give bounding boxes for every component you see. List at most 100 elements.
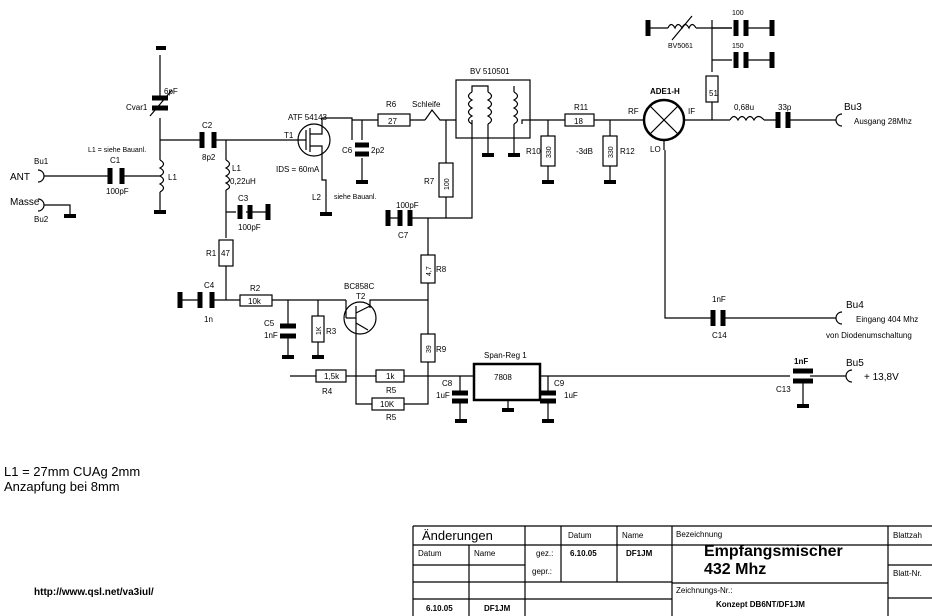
c7-label: C7 [398,231,409,240]
blattzahl-label: Blattzah [893,531,922,540]
r4-value: 1,5k [324,372,340,381]
r6-value: 27 [388,117,397,126]
drawing-subtitle: 432 Mhz [704,561,766,578]
t1-label: T1 [284,131,294,140]
r3-label: R3 [326,327,337,336]
bv5061-label: BV5061 [668,43,693,50]
schleife-label: Schleife [412,100,441,109]
r3-value: 1K [316,326,323,335]
r5b-label: R5 [386,413,397,422]
bu1-label: Bu1 [34,157,49,166]
c4-value: 1n [204,315,213,324]
source-url: http://www.qsl.net/va3iul/ [34,587,154,598]
title-block: Änderungen Datum Name Datum Name gez.: 6… [412,525,932,616]
bu4-desc: Eingang 404 Mhz [856,315,918,324]
zeichnungs-nr-label: Zeichnungs-Nr.: [676,586,732,595]
bu3-desc: Ausgang 28Mhz [854,117,912,126]
ids-note: IDS = 60mA [276,165,320,174]
reg-value: 7808 [494,373,512,382]
r5a-label: R5 [386,386,397,395]
if-label: IF [688,107,695,116]
bu3-label: Bu3 [844,102,862,113]
spanreg-label: Span-Reg 1 [484,351,527,360]
c5-value: 1nF [264,331,278,340]
r11-value: 18 [574,117,583,126]
r8-value: 4,7 [426,266,433,276]
c3-value: 100pF [238,223,261,232]
r12-value: 330 [608,146,615,158]
r6-label: R6 [386,100,397,109]
r8-label: R8 [436,265,447,274]
c6-label: C6 [342,146,353,155]
r7-value: 100 [444,178,451,190]
att-label: -3dB [576,147,593,156]
masse-label: Masse [10,197,40,208]
c2-value: 8p2 [202,153,216,162]
gez-date: 6.10.05 [570,549,597,558]
t1-type: ATF 54143 [288,113,328,122]
component-labels: Bu1 ANT Masse Bu2 C1 100pF L1 = siehe Ba… [10,10,918,422]
bu4-desc2: von Diodenumschaltung [826,331,912,340]
c13-label: C13 [776,385,791,394]
r51-value: 51 [709,89,718,98]
rf-label: RF [628,107,639,116]
datum-col: Datum [418,549,442,558]
blatt-nr-label: Blatt-Nr. [893,569,922,578]
cap100-label: 100 [732,10,744,17]
bu4-label: Bu4 [846,300,864,311]
cvar1-value: 6pF [164,87,178,96]
l1-note: L1 = siehe Bauanl. [88,147,146,154]
l1b-label: L1 [232,164,241,173]
c5-label: C5 [264,319,275,328]
aenderungen-label: Änderungen [422,528,493,543]
r12-label: R12 [620,147,635,156]
t2-label: T2 [356,292,366,301]
r2-value: 10k [248,297,262,306]
active-devices [297,98,688,402]
c1-label: C1 [110,156,121,165]
gepr-label: gepr.: [532,567,552,576]
capacitors [107,20,813,420]
konzept-label: Konzept DB6NT/DF1JM [716,600,805,609]
r10-value: 330 [546,146,553,158]
r7-label: R7 [424,177,435,186]
t2-type: BC858C [344,282,374,291]
inductors [158,15,765,193]
cap150-label: 150 [732,43,744,50]
c7-value: 100pF [396,201,419,210]
r5a-value: 1k [386,372,395,381]
r9-value: 39 [426,345,433,353]
l2-note: siehe Bauanl. [334,194,376,201]
l1-label: L1 [168,173,177,182]
mixer-label: ADE1-H [650,87,680,96]
c9-label: C9 [554,379,565,388]
chg-name: DF1JM [484,604,511,613]
cvar1-label: Cvar1 [126,103,148,112]
datum-header: Datum [568,531,592,540]
r9-label: R9 [436,345,447,354]
wires [44,20,846,410]
notes: L1 = 27mm CUAg 2mm Anzapfung bei 8mm htt… [4,464,154,598]
name-col: Name [474,549,496,558]
r5b-value: 10K [380,400,395,409]
c8-label: C8 [442,379,453,388]
bu2-label: Bu2 [34,215,49,224]
c14-label: C14 [712,331,727,340]
note-line1: L1 = 27mm CUAg 2mm [4,464,140,479]
bezeichnung-label: Bezeichnung [676,530,722,539]
drawing-title: Empfangsmischer [704,543,843,560]
r1-value: 47 [221,249,230,258]
r11-label: R11 [574,103,589,112]
name-header: Name [622,531,644,540]
c6-value: 2p2 [371,146,385,155]
c14-value: 1nF [712,295,726,304]
c3-label: C3 [238,194,249,203]
bu5-desc: + 13,8V [864,372,899,383]
c4-label: C4 [204,281,215,290]
c1-value: 100pF [106,187,129,196]
l2-label: L2 [312,193,321,202]
note-line2: Anzapfung bei 8mm [4,479,120,494]
c33-label: 33p [778,103,792,112]
c8-value: 1uF [436,391,450,400]
